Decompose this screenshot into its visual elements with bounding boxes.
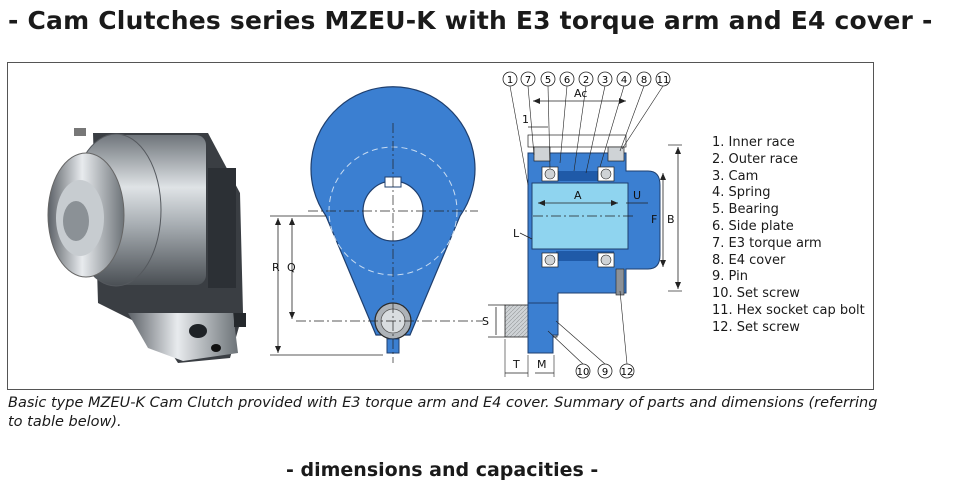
figure-caption: Basic type MZEU-K Cam Clutch provided wi… xyxy=(8,395,878,430)
figure-frame: 1 7 5 6 2 xyxy=(7,62,874,390)
callout-3: 3 xyxy=(585,71,613,174)
callout-2: 2 xyxy=(573,71,594,172)
callout-10: 10 xyxy=(547,330,591,379)
part-item: 1. Inner race xyxy=(712,135,795,150)
callout-label: 8 xyxy=(641,75,647,86)
callout-label: 11 xyxy=(657,75,670,86)
dim-ac: Ac xyxy=(574,87,587,100)
dim-s: S xyxy=(482,315,489,328)
part-item: 7. E3 torque arm xyxy=(712,235,822,251)
callout-1: 1 xyxy=(502,71,529,186)
callout-11: 11 xyxy=(621,71,671,150)
callout-label: 3 xyxy=(602,75,608,86)
part-item: 10. Set screw xyxy=(712,286,800,302)
part-item: 5. Bearing xyxy=(712,202,779,218)
callout-label: 5 xyxy=(545,75,551,86)
callout-label: 4 xyxy=(621,75,627,86)
part-item: 11. Hex socket cap bolt xyxy=(712,302,865,318)
callout-label: 9 xyxy=(602,367,608,378)
clutch-photo xyxy=(47,128,246,363)
dim-b: B xyxy=(667,213,675,226)
clutch-drawing: 1 7 5 6 2 xyxy=(47,71,682,379)
section-subtitle: - dimensions and capacities - xyxy=(286,459,599,481)
callout-5: 5 xyxy=(540,71,556,170)
callout-8: 8 xyxy=(619,71,652,152)
callout-group: 1 7 5 6 2 xyxy=(502,71,671,379)
dim-a: A xyxy=(574,189,582,202)
callout-label: 6 xyxy=(564,75,570,86)
part-item: 12. Set screw xyxy=(712,319,800,335)
part-item: 8. E4 cover xyxy=(712,252,786,268)
part-item: 2. Outer race xyxy=(712,151,799,167)
callout-9: 9 xyxy=(555,320,613,379)
dim-l: L xyxy=(513,227,520,240)
callout-6: 6 xyxy=(559,71,575,164)
callout-label: 7 xyxy=(525,75,531,86)
dimension-labels: Ac 1 A U F B L R Q S T M xyxy=(272,87,675,371)
dim-r: R xyxy=(272,261,280,274)
cross-section-view xyxy=(488,98,682,377)
dim-u: U xyxy=(633,189,641,202)
dim-f: F xyxy=(651,213,657,226)
parts-list: 1. Inner race 2. Outer race 3. Cam 4. Sp… xyxy=(712,135,865,337)
part-item: 4. Spring xyxy=(712,185,771,201)
dim-t: T xyxy=(512,358,520,371)
callout-12: 12 xyxy=(619,290,635,379)
dim-q: Q xyxy=(287,261,296,274)
dim-1: 1 xyxy=(522,113,529,126)
part-item: 6. Side plate xyxy=(712,218,794,234)
callout-label: 1 xyxy=(507,75,513,86)
callout-4: 4 xyxy=(599,71,632,168)
page-title: - Cam Clutches series MZEU-K with E3 tor… xyxy=(8,6,933,35)
dim-m: M xyxy=(537,358,547,371)
callout-label: 10 xyxy=(577,367,590,378)
callout-7: 7 xyxy=(520,71,536,156)
callout-label: 2 xyxy=(583,75,589,86)
part-item: 3. Cam xyxy=(712,168,759,184)
callout-label: 12 xyxy=(621,367,634,378)
torque-arm-front-view xyxy=(270,86,483,363)
part-item: 9. Pin xyxy=(712,269,748,285)
